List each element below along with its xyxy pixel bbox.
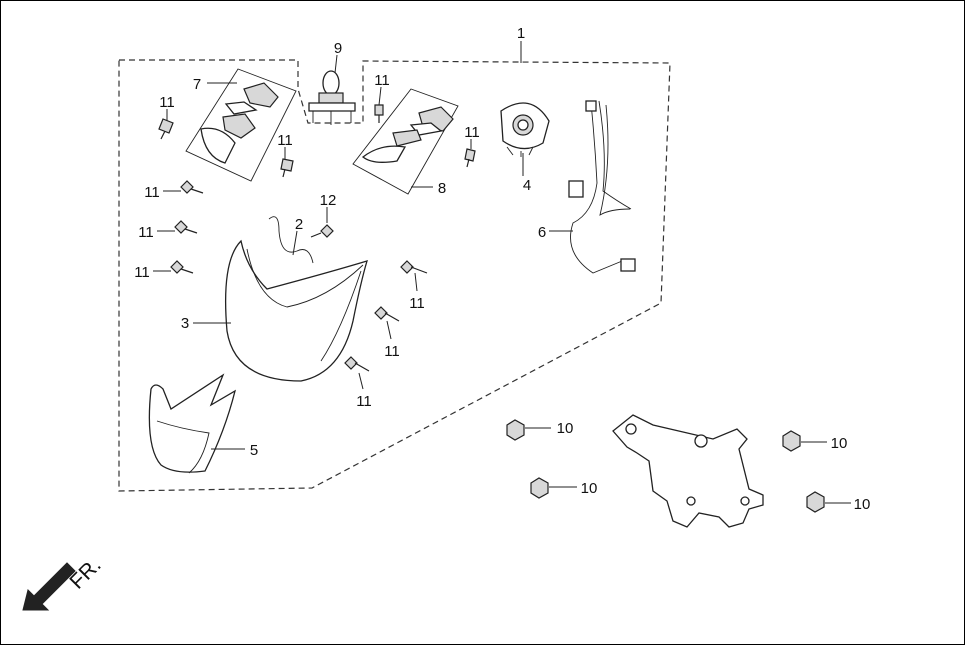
part-5-lower-cover	[148, 373, 237, 474]
callout-11: 11	[277, 132, 293, 149]
part-3-headlight-lens	[224, 239, 368, 382]
callout-2: 2	[295, 216, 303, 233]
screw-icon	[158, 104, 476, 372]
part-4-bulb-socket	[500, 102, 550, 157]
part-9-headlight-bulb	[308, 70, 356, 125]
callout-9: 9	[334, 40, 342, 57]
callout-6: 6	[538, 224, 546, 241]
callout-10: 10	[557, 420, 574, 437]
front-label: FR.	[65, 553, 105, 593]
callout-10: 10	[581, 480, 598, 497]
callout-5: 5	[250, 442, 258, 459]
front-arrow-icon	[22, 562, 76, 611]
callout-3: 3	[181, 315, 189, 332]
assembly-outline	[118, 59, 671, 492]
callout-4: 4	[523, 177, 531, 194]
leader-lines	[153, 41, 851, 504]
callout-11: 11	[356, 393, 372, 410]
callout-8: 8	[438, 180, 446, 197]
callout-11: 11	[138, 224, 154, 241]
callout-10: 10	[831, 435, 848, 452]
callout-11: 11	[409, 295, 425, 312]
part-7-left-turn-signal	[185, 68, 297, 182]
callout-12: 12	[320, 192, 337, 209]
callout-10: 10	[854, 496, 871, 513]
callout-1: 1	[517, 25, 525, 42]
part-2-position-light-wire	[268, 216, 314, 264]
nut-icon	[506, 419, 825, 513]
callout-11: 11	[384, 343, 400, 360]
callout-11: 11	[159, 94, 175, 111]
part-8-right-turn-signal	[352, 88, 459, 195]
headlight-bracket	[612, 414, 764, 528]
callout-11: 11	[144, 184, 160, 201]
part-6-wiring-harness	[568, 100, 636, 274]
callout-11: 11	[464, 124, 480, 141]
callout-11: 11	[374, 72, 390, 89]
callout-11: 11	[134, 264, 150, 281]
callout-7: 7	[193, 76, 201, 93]
